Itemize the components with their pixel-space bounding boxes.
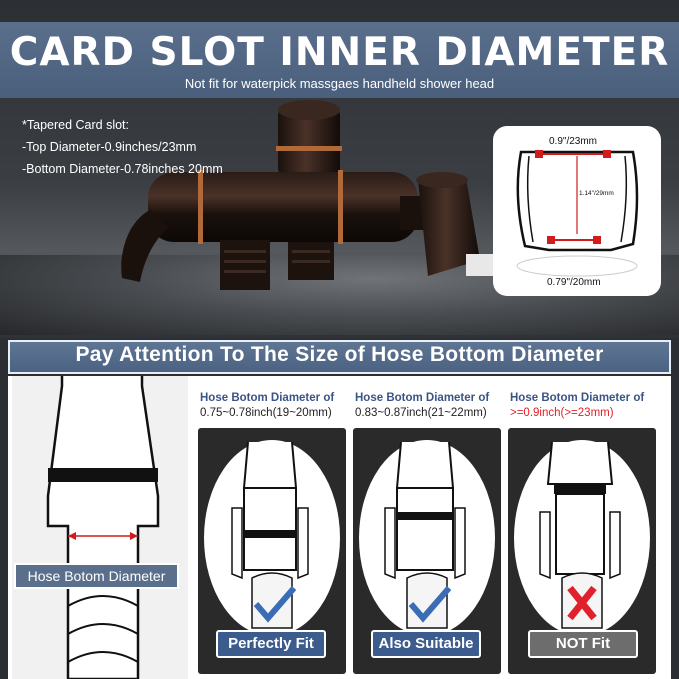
checkmark-icon: [253, 586, 297, 623]
result-perfectly-fit: Perfectly Fit: [216, 630, 326, 658]
hose-illustration: [12, 376, 188, 679]
spec-line-0: *Tapered Card slot:: [22, 118, 130, 132]
column-0-header: Hose Botom Diameter of 0.75~0.78inch(19~…: [200, 391, 350, 421]
column-1-line2: 0.83~0.87inch(21~22mm): [355, 407, 487, 419]
checkmark-icon: [408, 586, 452, 623]
column-0-line2: 0.75~0.78inch(19~20mm): [200, 407, 332, 419]
column-1-line1: Hose Botom Diameter of: [355, 392, 490, 404]
column-0-line1: Hose Botom Diameter of: [200, 392, 335, 404]
column-1-header: Hose Botom Diameter of 0.83~0.87inch(21~…: [355, 391, 505, 421]
cross-icon: [567, 585, 597, 621]
hose-diameter-label: Hose Botom Diameter: [14, 563, 179, 589]
inset-top-label: 0.9"/23mm: [549, 136, 598, 147]
inset-height-label: 1.14"/29mm: [579, 190, 614, 197]
column-2-line1: Hose Botom Diameter of: [510, 392, 645, 404]
result-not-fit: NOT Fit: [528, 630, 638, 658]
slot-diagram: 0.9"/23mm 1.14"/29mm 0.79"/20mm: [493, 126, 661, 296]
page-title: CARD SLOT INNER DIAMETER: [9, 30, 670, 75]
measure-arrow-icon: [68, 532, 76, 540]
spec-line-1: -Top Diameter-0.9inches/23mm: [22, 140, 197, 154]
page-subtitle: Not fit for waterpick massgaes handheld …: [184, 76, 495, 91]
title-bar: [0, 22, 679, 98]
attention-banner: [8, 340, 671, 374]
diverter-product-image: [121, 100, 500, 290]
attention-banner-text: Pay Attention To The Size of Hose Bottom…: [75, 343, 604, 366]
inset-bottom-label: 0.79"/20mm: [547, 277, 601, 288]
column-2-header: Hose Botom Diameter of >=0.9inch(>=23mm): [510, 391, 660, 421]
spec-line-2: -Bottom Diameter-0.78inches 20mm: [22, 162, 223, 176]
column-2-line2: >=0.9inch(>=23mm): [510, 407, 614, 419]
result-also-suitable: Also Suitable: [371, 630, 481, 658]
